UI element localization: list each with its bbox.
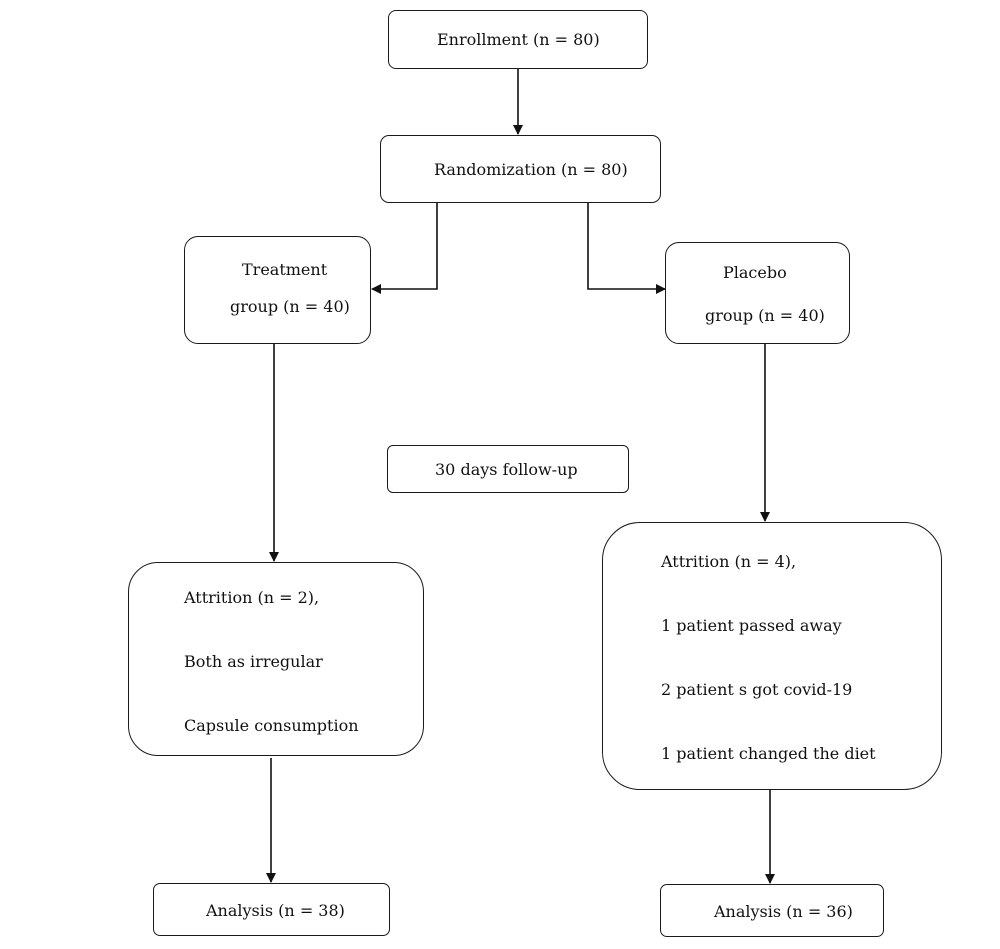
- placebo-attrition-box: Attrition (n = 4), 1 patient passed away…: [602, 522, 942, 790]
- followup-label: 30 days follow-up: [435, 460, 578, 479]
- treatment-group-count: group (n = 40): [230, 297, 350, 316]
- placebo-attrition-line: 1 patient passed away: [661, 616, 842, 635]
- placebo-analysis-label: Analysis (n = 36): [714, 902, 853, 921]
- treatment-group-title: Treatment: [242, 260, 328, 279]
- placebo-group-count: group (n = 40): [705, 306, 825, 325]
- enrollment-label: Enrollment (n = 80): [437, 30, 600, 49]
- treatment-attrition-box: Attrition (n = 2), Both as irregular Cap…: [128, 562, 424, 756]
- randomization-box: Randomization (n = 80): [380, 135, 661, 203]
- treatment-attrition-line: Both as irregular: [184, 652, 323, 671]
- treatment-attrition-line: Capsule consumption: [184, 716, 359, 735]
- treatment-analysis-box: Analysis (n = 38): [153, 883, 390, 936]
- placebo-analysis-box: Analysis (n = 36): [660, 884, 884, 937]
- treatment-attrition-line: Attrition (n = 2),: [184, 588, 320, 607]
- treatment-analysis-label: Analysis (n = 38): [206, 901, 345, 920]
- treatment-group-box: Treatment group (n = 40): [184, 236, 371, 344]
- arrow-randomization-to-treatment: [371, 203, 438, 294]
- placebo-attrition-line: 2 patient s got covid-19: [661, 680, 853, 699]
- placebo-group-box: Placebo group (n = 40): [665, 242, 850, 344]
- randomization-label: Randomization (n = 80): [434, 160, 628, 179]
- followup-box: 30 days follow-up: [387, 445, 629, 493]
- placebo-group-title: Placebo: [723, 263, 787, 282]
- arrow-randomization-to-placebo: [587, 203, 666, 294]
- placebo-attrition-line: 1 patient changed the diet: [661, 744, 876, 763]
- enrollment-box: Enrollment (n = 80): [388, 10, 648, 69]
- placebo-attrition-line: Attrition (n = 4),: [661, 552, 797, 571]
